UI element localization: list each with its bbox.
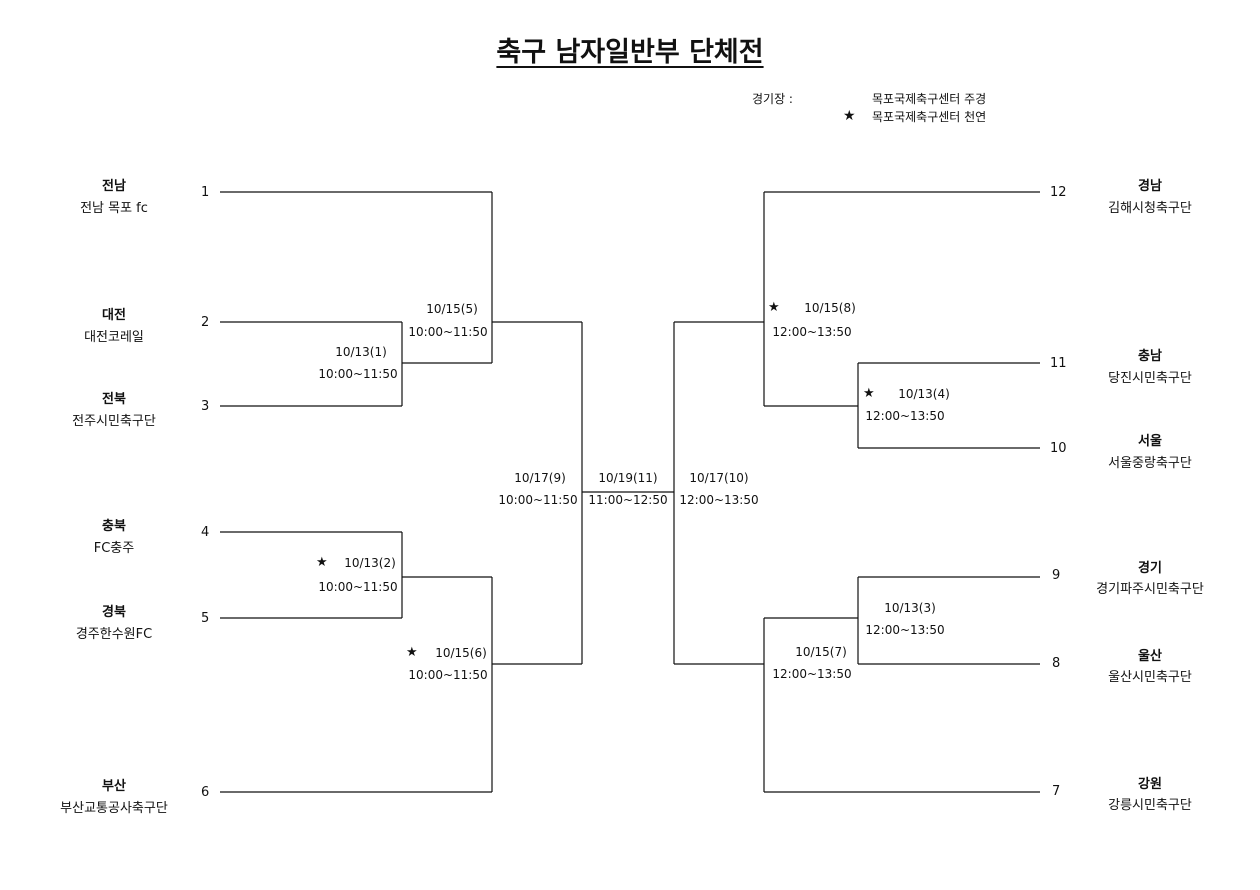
team-name: 김해시청축구단 <box>1108 201 1192 216</box>
match-date: 10/13(1) <box>335 345 387 359</box>
match-date: 10/15(5) <box>426 302 478 316</box>
match-date: 10/13(2) <box>344 556 396 570</box>
venue-main-field: 목포국제축구센터 주경 <box>872 92 987 106</box>
team-name: FC충주 <box>93 541 135 556</box>
team-region: 울산 <box>1138 649 1162 664</box>
team-seed: 9 <box>1052 568 1061 583</box>
star-icon: ★ <box>863 386 875 401</box>
match-time: 12:00~13:50 <box>865 623 945 637</box>
team-seed: 7 <box>1052 784 1061 799</box>
team-name: 당진시민축구단 <box>1108 371 1192 386</box>
match-date: 10/13(3) <box>884 601 936 615</box>
match-date: 10/13(4) <box>898 387 950 401</box>
match-time: 12:00~13:50 <box>679 493 759 507</box>
match-time: 10:00~11:50 <box>408 325 488 339</box>
team-name: 부산교통공사축구단 <box>60 801 168 816</box>
team-region: 충남 <box>1138 349 1162 364</box>
match-time: 12:00~13:50 <box>772 325 852 339</box>
team-seed: 4 <box>201 525 210 540</box>
team-region: 충북 <box>102 519 126 534</box>
match-time: 10:00~11:50 <box>318 580 398 594</box>
team-seed: 12 <box>1050 185 1067 200</box>
match-time: 10:00~11:50 <box>408 668 488 682</box>
team-region: 경기 <box>1138 561 1162 576</box>
match-time: 12:00~13:50 <box>772 667 852 681</box>
team-name: 경주한수원FC <box>75 627 153 642</box>
team-name: 경기파주시민축구단 <box>1096 582 1204 597</box>
venue-star-symbol: ★ <box>843 108 856 124</box>
team-region: 서울 <box>1138 434 1162 449</box>
team-name: 전주시민축구단 <box>72 414 156 429</box>
team-seed: 8 <box>1052 656 1061 671</box>
match-date: 10/17(9) <box>514 471 566 485</box>
team-seed: 2 <box>201 315 210 330</box>
match-date: 10/19(11) <box>598 471 658 485</box>
team-name: 전남 목포 fc <box>80 201 148 216</box>
team-seed: 10 <box>1050 441 1067 456</box>
match-time: 12:00~13:50 <box>865 409 945 423</box>
team-region: 전북 <box>102 392 126 407</box>
team-seed: 11 <box>1050 356 1067 371</box>
star-icon: ★ <box>768 300 780 315</box>
team-region: 강원 <box>1138 777 1162 792</box>
match-time: 10:00~11:50 <box>498 493 578 507</box>
team-region: 경북 <box>102 605 126 620</box>
star-icon: ★ <box>316 555 328 570</box>
match-date: 10/15(8) <box>804 301 856 315</box>
match-date: 10/15(6) <box>435 646 487 660</box>
venue-star-field: 목포국제축구센터 천연 <box>872 110 987 124</box>
team-name: 강릉시민축구단 <box>1108 798 1192 813</box>
match-date: 10/15(7) <box>795 645 847 659</box>
team-seed: 1 <box>201 185 210 200</box>
team-seed: 3 <box>201 399 210 414</box>
team-name: 대전코레일 <box>84 330 144 345</box>
venue-label: 경기장 : <box>752 92 793 106</box>
team-seed: 6 <box>201 785 210 800</box>
team-name: 울산시민축구단 <box>1108 670 1192 685</box>
match-time: 10:00~11:50 <box>318 367 398 381</box>
match-date: 10/17(10) <box>689 471 749 485</box>
star-icon: ★ <box>406 645 418 660</box>
team-region: 전남 <box>102 179 126 194</box>
team-region: 경남 <box>1138 179 1162 194</box>
team-name: 서울중랑축구단 <box>1108 456 1192 471</box>
match-time: 11:00~12:50 <box>588 493 668 507</box>
team-region: 대전 <box>102 308 126 323</box>
page-title: 축구 남자일반부 단체전 <box>496 37 764 68</box>
team-seed: 5 <box>201 611 210 626</box>
team-region: 부산 <box>102 779 126 794</box>
